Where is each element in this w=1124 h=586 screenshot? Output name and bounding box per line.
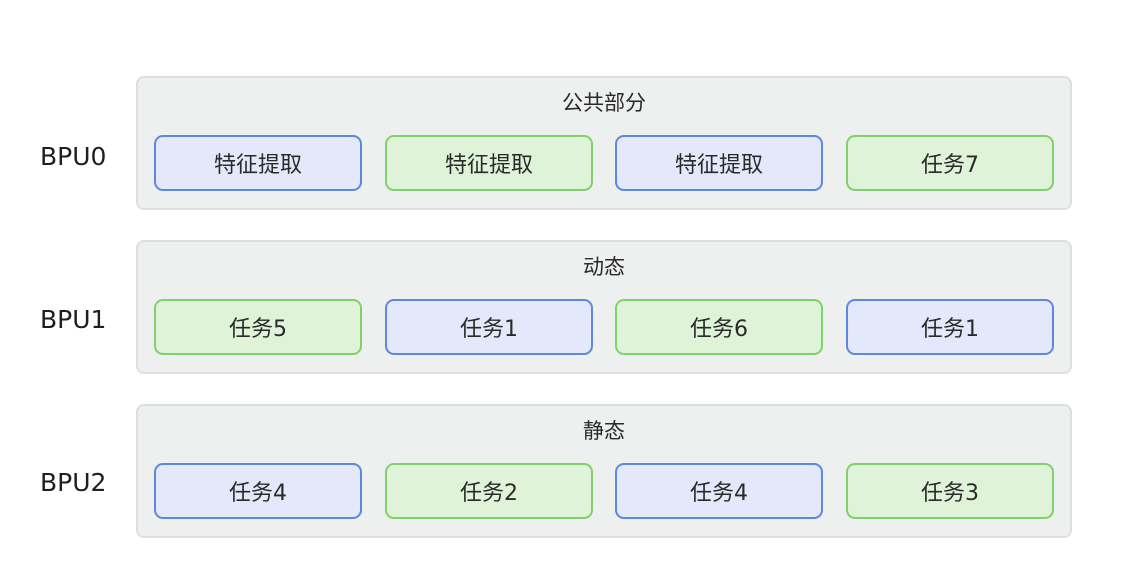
row-label-bpu2: BPU2 <box>40 468 107 497</box>
task-box: 任务5 <box>154 299 362 355</box>
task-box: 特征提取 <box>385 135 593 191</box>
task-box: 任务3 <box>846 463 1054 519</box>
group-title-bpu1: 动态 <box>583 255 625 279</box>
task-box: 特征提取 <box>615 135 823 191</box>
row-label-bpu0: BPU0 <box>40 142 107 171</box>
task-box: 任务7 <box>846 135 1054 191</box>
task-box: 任务4 <box>154 463 362 519</box>
group-bpu2: 静态 任务4 任务2 任务4 任务3 <box>136 404 1072 538</box>
task-box: 任务6 <box>615 299 823 355</box>
group-bpu0: 公共部分 特征提取 特征提取 特征提取 任务7 <box>136 76 1072 210</box>
group-bpu1: 动态 任务5 任务1 任务6 任务1 <box>136 240 1072 374</box>
group-title-bpu2: 静态 <box>583 419 625 443</box>
task-box: 任务2 <box>385 463 593 519</box>
task-box: 特征提取 <box>154 135 362 191</box>
group-title-bpu0: 公共部分 <box>562 91 646 115</box>
task-box: 任务1 <box>385 299 593 355</box>
task-box: 任务4 <box>615 463 823 519</box>
task-box: 任务1 <box>846 299 1054 355</box>
row-label-bpu1: BPU1 <box>40 305 107 334</box>
